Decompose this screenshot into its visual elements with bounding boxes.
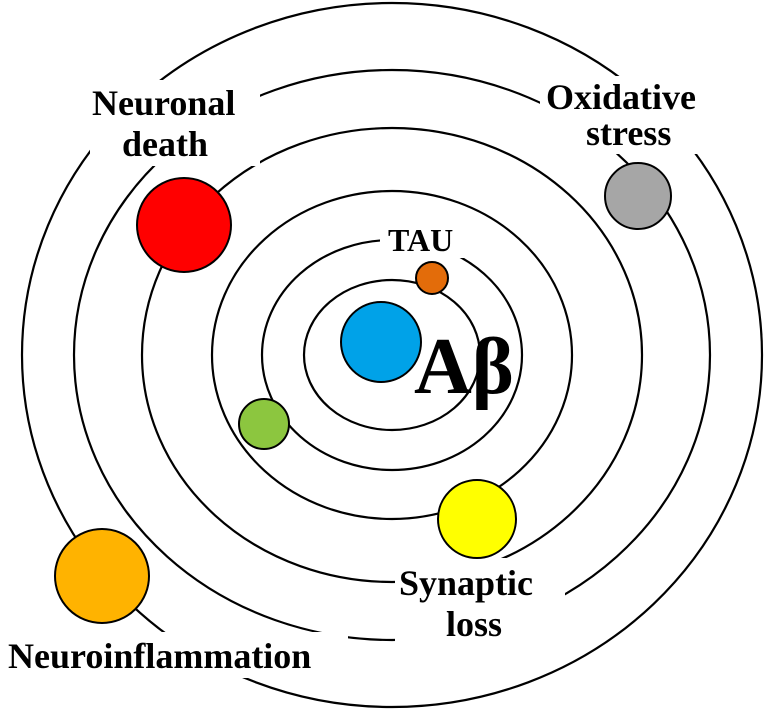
abeta-core — [340, 301, 422, 383]
orbit-5 — [72, 68, 712, 642]
oxidative-stress-label-line1: Oxidative — [546, 77, 696, 117]
orbit-1 — [302, 278, 482, 432]
neuroinflammation-node — [54, 528, 150, 624]
orbit-3 — [210, 189, 574, 521]
abeta-label: Aβ — [414, 323, 514, 411]
synaptic-loss-label-line1: Synaptic — [399, 563, 533, 603]
neuronal-death-label-line1: Neuronal — [92, 83, 235, 123]
oxidative-stress-label-line2: stress — [586, 113, 671, 153]
orbit-6 — [20, 1, 764, 709]
neuroinflammation-label: Neuroinflammation — [8, 636, 311, 676]
neuronal-death-node — [136, 177, 232, 273]
orbit-4 — [140, 126, 644, 584]
label-backgrounds — [4, 76, 722, 678]
neuronal-death-label-line2: death — [122, 124, 208, 164]
green-node — [238, 398, 290, 450]
tau-node — [415, 261, 449, 295]
synaptic-loss-label-line2: loss — [446, 604, 502, 644]
synaptic-loss-node — [437, 479, 517, 559]
oxidative-stress-node — [604, 162, 672, 230]
tau-label: TAU — [388, 222, 453, 258]
